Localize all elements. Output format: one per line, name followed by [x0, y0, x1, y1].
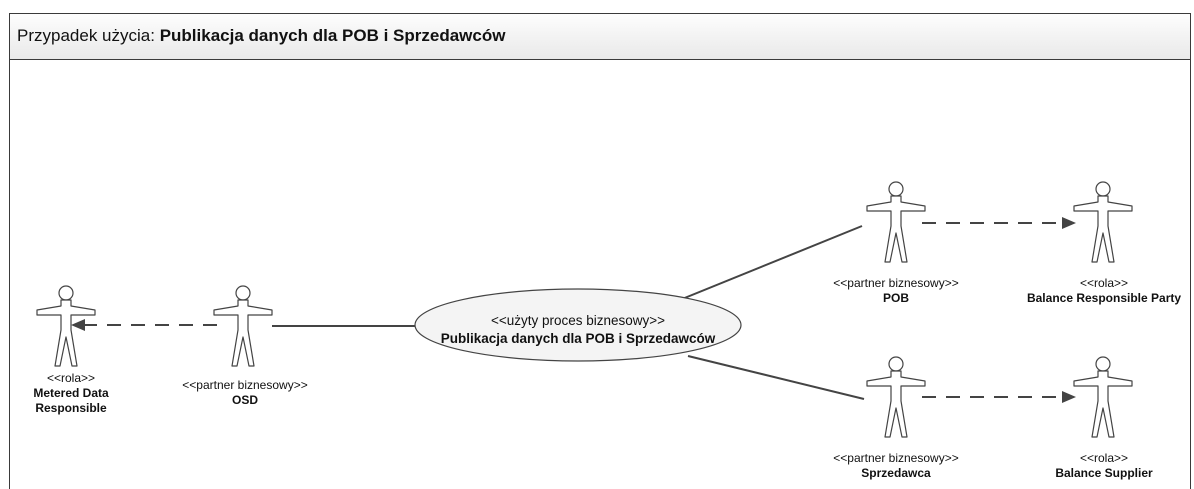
actor-brp-icon[interactable] [1073, 181, 1133, 263]
actor-osd-icon[interactable] [213, 285, 273, 367]
diagram-frame: Przypadek użycia: Publikacja danych dla … [9, 13, 1191, 489]
actor-pob-name: POB [882, 291, 910, 305]
actor-bs-stereotype: <<rola>> [1079, 451, 1129, 465]
use-case-ellipse[interactable] [414, 288, 742, 362]
dep-osd-mdr [71, 319, 217, 331]
actor-bs-name: Balance Supplier [1055, 466, 1153, 480]
actor-sprzedawca-stereotype: <<partner biznesowy>> [833, 451, 959, 465]
diagram-header: Przypadek użycia: Publikacja danych dla … [10, 14, 1190, 60]
actor-pob-label: <<partner biznesowy>> POB [833, 276, 958, 306]
actor-brp-stereotype: <<rola>> [1079, 276, 1129, 290]
assoc-usecase-pob [654, 225, 863, 311]
actor-sprzedawca-icon[interactable] [866, 356, 926, 438]
actor-osd-stereotype: <<partner biznesowy>> [182, 378, 308, 392]
actor-osd-label: <<partner biznesowy>> OSD [182, 378, 307, 408]
use-case-label: <<użyty proces biznesowy>> Publikacja da… [441, 312, 716, 348]
actor-osd-name: OSD [231, 393, 259, 407]
title-name: Publikacja danych dla POB i Sprzedawców [159, 26, 506, 45]
dep-pob-brp [922, 217, 1076, 229]
actor-sprzedawca-name: Sprzedawca [861, 466, 931, 480]
use-case-stereotype: <<użyty proces biznesowy>> [490, 313, 666, 328]
actor-pob-icon[interactable] [866, 181, 926, 263]
actor-sprzedawca-label: <<partner biznesowy>> Sprzedawca [833, 451, 958, 481]
use-case-name: Publikacja danych dla POB i Sprzedawców [440, 331, 716, 346]
actor-mdr-name-1: Metered Data [33, 386, 109, 400]
actor-brp-label: <<rola>> Balance Responsible Party [1027, 276, 1181, 306]
actor-mdr-stereotype: <<rola>> [46, 371, 96, 385]
title-prefix: Przypadek użycia: [17, 26, 155, 45]
actor-mdr-label: <<rola>> Metered Data Responsible [33, 371, 108, 416]
diagram-title: Przypadek użycia: Publikacja danych dla … [17, 26, 505, 46]
actor-brp-name: Balance Responsible Party [1026, 291, 1182, 305]
actor-pob-stereotype: <<partner biznesowy>> [833, 276, 959, 290]
actor-bs-label: <<rola>> Balance Supplier [1055, 451, 1152, 481]
actor-mdr-name-2: Responsible [35, 401, 107, 415]
assoc-usecase-sprzedawca [687, 355, 865, 400]
actor-bs-icon[interactable] [1073, 356, 1133, 438]
dep-sprzedawca-bs [922, 391, 1076, 403]
